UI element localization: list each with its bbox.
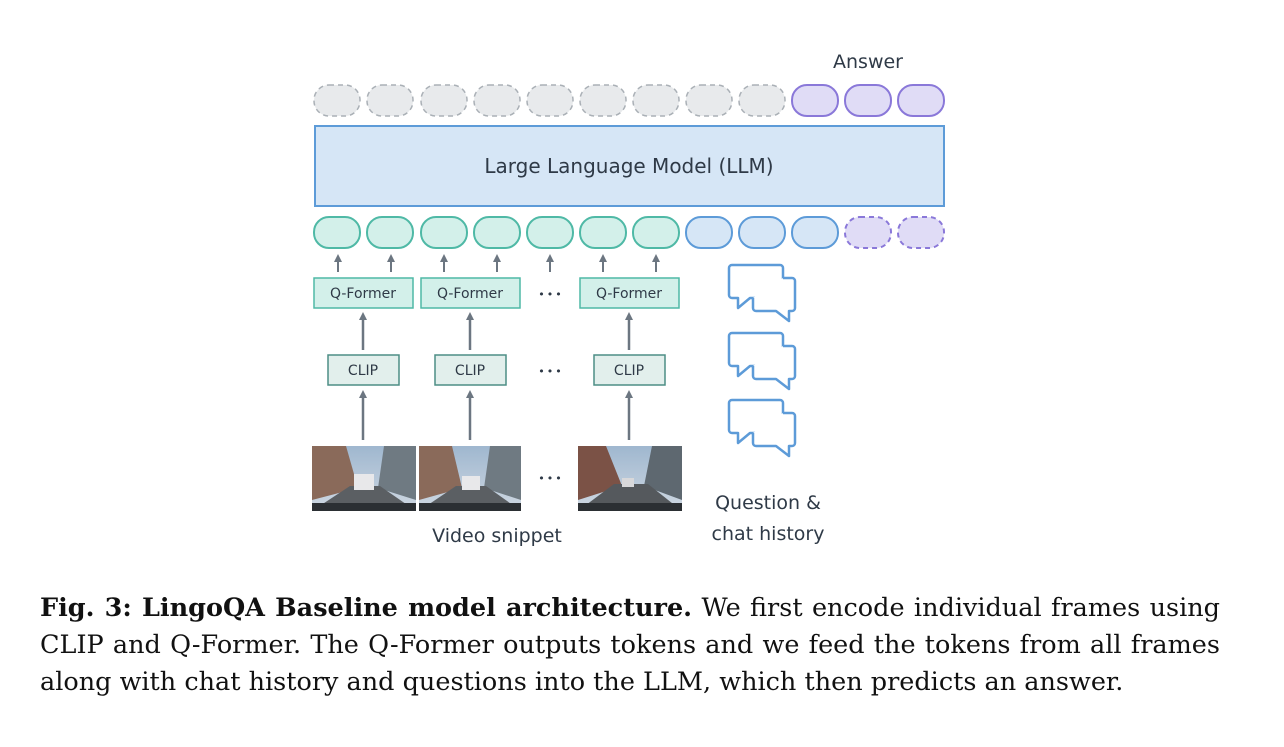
visual-token xyxy=(579,216,627,249)
answer-token xyxy=(897,84,945,117)
llm-label: Large Language Model (LLM) xyxy=(484,154,773,178)
answer-input-token xyxy=(844,216,892,249)
input-token-row xyxy=(313,216,945,249)
clip-label: CLIP xyxy=(614,363,644,379)
figure-caption: Fig. 3: LingoQA Baseline model architect… xyxy=(40,590,1220,701)
caption-text: We first encode individual frames using … xyxy=(40,593,1221,697)
chat-bubble-icon xyxy=(727,398,797,458)
answer-token xyxy=(791,84,839,117)
video-snippet-label: Video snippet xyxy=(432,525,562,547)
video-frame-3 xyxy=(578,446,682,511)
text-token xyxy=(791,216,839,249)
clip-1: CLIP xyxy=(327,354,400,386)
qformer-to-token-arrows xyxy=(334,254,660,272)
output-token xyxy=(366,84,414,117)
llm-box xyxy=(314,125,945,207)
qformer-ellipsis: ••• xyxy=(538,288,563,301)
output-token xyxy=(313,84,361,117)
output-token xyxy=(473,84,521,117)
video-frame-1 xyxy=(312,446,416,511)
clip-3: CLIP xyxy=(593,354,666,386)
architecture-diagram: Answer Large Language Model (LLM) xyxy=(312,51,945,547)
output-token xyxy=(420,84,468,117)
qformer-3: Q-Former xyxy=(579,277,680,309)
visual-token xyxy=(420,216,468,249)
visual-token xyxy=(313,216,361,249)
output-token xyxy=(526,84,574,117)
output-token xyxy=(685,84,733,117)
visual-token xyxy=(526,216,574,249)
qformer-2: Q-Former xyxy=(420,277,521,309)
question-label-line2: chat history xyxy=(712,523,825,545)
frame-ellipsis: ••• xyxy=(538,472,563,485)
clip-2: CLIP xyxy=(434,354,507,386)
question-label-line1: Question & xyxy=(715,492,821,514)
output-token-row xyxy=(313,84,945,117)
chat-bubble-icon xyxy=(727,263,797,323)
answer-label: Answer xyxy=(833,51,903,73)
clip-ellipsis: ••• xyxy=(538,365,563,378)
output-token xyxy=(632,84,680,117)
clip-label: CLIP xyxy=(348,363,378,379)
frame-to-clip-arrows xyxy=(359,390,633,440)
visual-token xyxy=(366,216,414,249)
answer-token xyxy=(844,84,892,117)
qformer-label: Q-Former xyxy=(596,286,662,302)
caption-title: Fig. 3: LingoQA Baseline model architect… xyxy=(40,593,693,623)
qformer-1: Q-Former xyxy=(313,277,414,309)
video-frame-2 xyxy=(419,446,521,511)
clip-to-qformer-arrows xyxy=(359,312,633,350)
chat-bubble-icon xyxy=(727,331,797,391)
visual-token xyxy=(473,216,521,249)
answer-input-token xyxy=(897,216,945,249)
text-token xyxy=(738,216,786,249)
output-token xyxy=(579,84,627,117)
clip-label: CLIP xyxy=(455,363,485,379)
text-token xyxy=(685,216,733,249)
qformer-label: Q-Former xyxy=(437,286,503,302)
visual-token xyxy=(632,216,680,249)
output-token xyxy=(738,84,786,117)
qformer-label: Q-Former xyxy=(330,286,396,302)
